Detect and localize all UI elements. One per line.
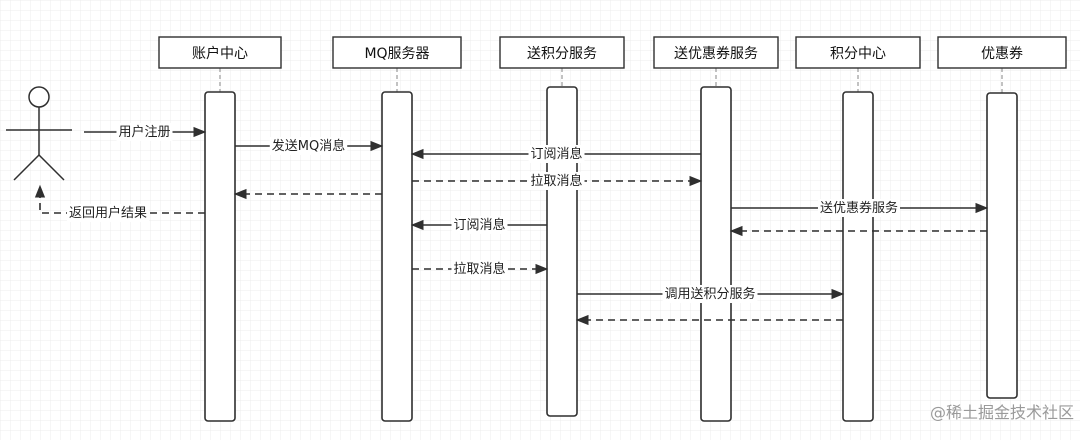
participant-label-coupon: 优惠券 (981, 46, 1023, 62)
participant-box-points_service (499, 36, 625, 69)
participant-box-coupon_service (653, 36, 779, 69)
activation-bar-account (204, 91, 236, 422)
message-label-bg-7 (451, 216, 508, 234)
activation-bar-coupon_service (700, 86, 732, 422)
participant-account: 账户中心 (158, 36, 282, 422)
participant-label-mq: MQ服务器 (364, 46, 429, 62)
message-arrow-5 (34, 184, 205, 214)
activation-bar-mq (381, 91, 413, 422)
participant-points_service: 送积分服务 (499, 36, 625, 417)
participant-box-coupon (937, 36, 1067, 69)
message-label-2: 订阅消息 (530, 146, 582, 162)
message-7: 订阅消息 (410, 216, 547, 234)
participant-box-account (158, 36, 282, 69)
user-actor-icon (6, 86, 72, 181)
message-label-9: 拉取消息 (453, 261, 505, 277)
participant-coupon_service: 送优惠券服务 (653, 36, 779, 422)
activation-bar-points_service (546, 86, 578, 417)
message-0: 用户注册 (84, 123, 207, 141)
message-1: 发送MQ消息 (235, 137, 384, 155)
message-label-5: 返回用户结果 (69, 205, 147, 221)
message-label-10: 调用送积分服务 (664, 286, 755, 302)
participant-label-points_center: 积分中心 (830, 46, 886, 62)
message-2: 订阅消息 (410, 145, 701, 163)
message-9: 拉取消息 (412, 260, 549, 278)
message-10: 调用送积分服务 (577, 285, 845, 303)
message-label-bg-6 (817, 199, 901, 217)
participant-points_center: 积分中心 (795, 36, 921, 422)
message-3: 拉取消息 (412, 172, 703, 190)
message-label-bg-0 (116, 123, 173, 141)
message-label-bg-2 (528, 145, 585, 163)
message-6: 送优惠券服务 (731, 199, 989, 217)
participant-box-points_center (795, 36, 921, 69)
message-label-0: 用户注册 (118, 124, 170, 140)
message-label-bg-10 (662, 285, 758, 303)
message-label-bg-1 (269, 137, 348, 155)
message-label-3: 拉取消息 (530, 173, 582, 189)
participant-label-points_service: 送积分服务 (527, 46, 597, 62)
message-5: 返回用户结果 (34, 184, 205, 222)
activation-bar-points_center (842, 91, 874, 422)
participant-label-coupon_service: 送优惠券服务 (674, 46, 758, 62)
watermark: @稀土掘金技术社区 (930, 403, 1074, 422)
message-label-bg-3 (528, 172, 585, 190)
message-label-7: 订阅消息 (453, 217, 505, 233)
participant-mq: MQ服务器 (332, 36, 462, 422)
participant-box-mq (332, 36, 462, 69)
participant-coupon: 优惠券 (937, 36, 1067, 399)
participant-label-account: 账户中心 (192, 45, 248, 62)
activation-bar-coupon (986, 92, 1018, 399)
message-label-bg-5 (66, 204, 150, 222)
message-label-6: 送优惠券服务 (820, 200, 898, 216)
message-label-1: 发送MQ消息 (272, 138, 345, 154)
message-label-bg-9 (451, 260, 508, 278)
